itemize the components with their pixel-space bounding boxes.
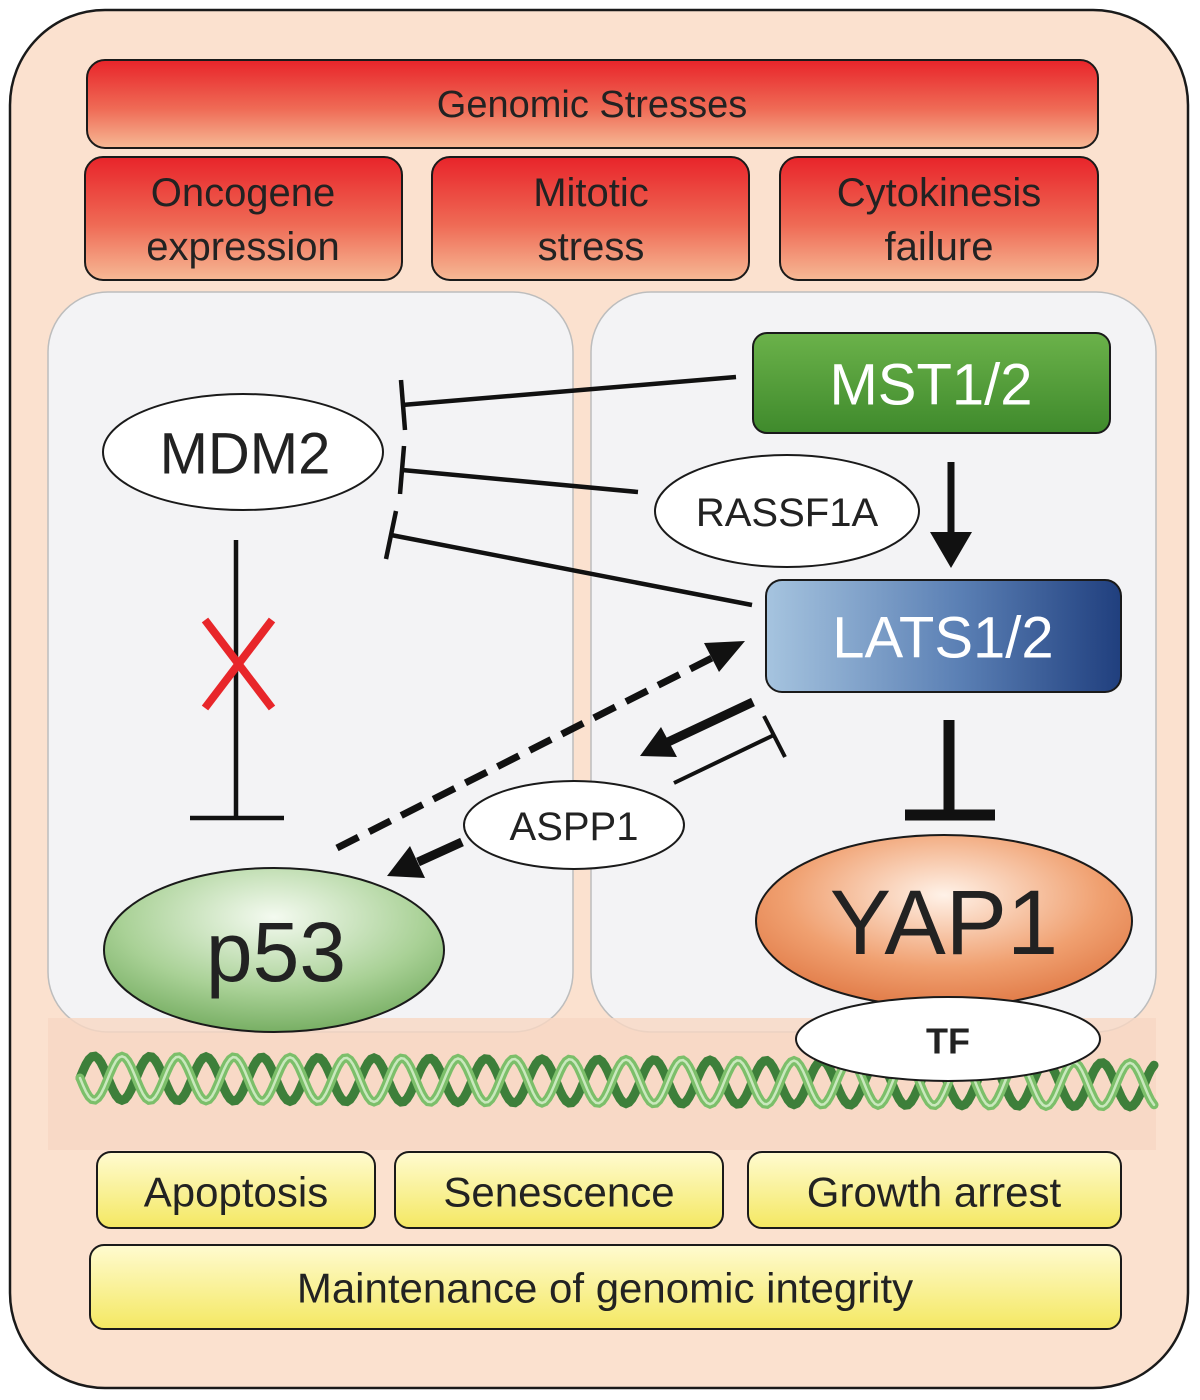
p53-node xyxy=(103,867,445,1033)
lats-node xyxy=(765,579,1122,693)
stress-cytokinesis-box xyxy=(779,156,1099,281)
stress-mitotic-box xyxy=(431,156,750,281)
mst-label: MST1/2 xyxy=(829,353,1032,418)
lats-inhibits-yap1 xyxy=(905,720,995,821)
genomic-stresses-box xyxy=(86,59,1099,149)
outcome-apoptosis-label: Apoptosis xyxy=(144,1169,328,1216)
stress-cytokinesis-line1: Cytokinesis xyxy=(837,171,1042,215)
mdm2-node xyxy=(102,393,384,511)
outcome-senescence-label: Senescence xyxy=(443,1169,674,1216)
lats-label: LATS1/2 xyxy=(832,606,1053,671)
aspp1-p53-shaft xyxy=(416,837,464,867)
lats-inhibits-mdm2-bar xyxy=(383,510,399,560)
mst-lats-head xyxy=(930,532,972,568)
stress-oncogene-line2: expression xyxy=(146,225,339,269)
mst-activates-lats xyxy=(930,462,972,568)
mdm2-inhibitors xyxy=(383,374,753,608)
mdm2-inhibits-p53 xyxy=(190,540,284,821)
aspp1-lats-line xyxy=(673,733,775,785)
p53-lats-head xyxy=(704,641,745,672)
tf-node xyxy=(795,996,1101,1082)
outcomes: Apoptosis Senescence Growth arrest Maint… xyxy=(89,1151,1122,1330)
mst-inhibits-mdm2-bar xyxy=(398,379,408,431)
outcome-growth-arrest-box xyxy=(747,1151,1122,1229)
lats-inhibits-mdm2-line xyxy=(390,532,753,608)
stress-oncogene-line1: Oncogene xyxy=(151,171,336,215)
aspp1-label: ASPP1 xyxy=(510,805,639,849)
lats-aspp1-head xyxy=(640,727,677,757)
lats-aspp1-shaft xyxy=(666,697,755,747)
genomic-stresses: Genomic Stresses Oncogene expression Mit… xyxy=(84,59,1099,281)
yap1-label: YAP1 xyxy=(830,872,1058,974)
aspp1-node xyxy=(463,780,685,870)
aspp1-p53-head xyxy=(387,846,425,878)
p53-activates-lats xyxy=(335,641,745,852)
blocked-x-mark xyxy=(201,617,276,711)
stress-oncogene-box xyxy=(84,156,403,281)
aspp1-activates-p53 xyxy=(387,837,464,878)
aspp1-lats-bar xyxy=(762,715,787,758)
outcome-senescence-box xyxy=(394,1151,724,1229)
stress-cytokinesis-line2: failure xyxy=(885,225,994,269)
mst-inhibits-mdm2-line xyxy=(401,374,737,408)
rassf1a-node xyxy=(654,454,920,568)
blocked-x-stroke-2 xyxy=(201,617,276,711)
genomic-stresses-label: Genomic Stresses xyxy=(437,84,747,126)
rassf1a-label: RASSF1A xyxy=(696,491,879,535)
outcome-genomic-integrity-box xyxy=(89,1244,1122,1330)
outcome-genomic-integrity-label: Maintenance of genomic integrity xyxy=(297,1265,913,1312)
lats-activates-aspp1 xyxy=(640,697,755,757)
rassf1a-inhibits-mdm2-line xyxy=(401,467,639,495)
stress-mitotic-line2: stress xyxy=(538,225,645,269)
tf-label: TF xyxy=(926,1021,970,1062)
aspp1-inhibits-lats xyxy=(673,715,787,785)
outcome-apoptosis-box xyxy=(96,1151,376,1229)
mst-node xyxy=(752,332,1111,434)
outcome-growth-arrest-label: Growth arrest xyxy=(807,1169,1062,1216)
p53-label: p53 xyxy=(206,905,346,999)
mdm2-label: MDM2 xyxy=(160,422,331,487)
stress-mitotic-line1: Mitotic xyxy=(533,171,649,215)
rassf1a-inhibits-mdm2-bar xyxy=(397,445,407,495)
